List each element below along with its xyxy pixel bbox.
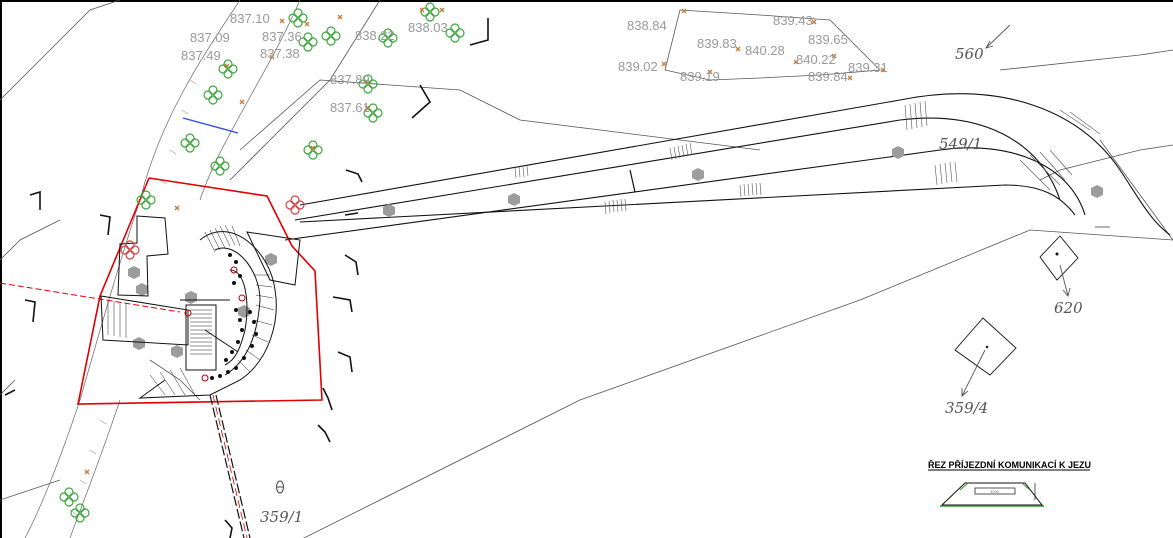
survey-point-icon (1055, 252, 1059, 256)
access-road (284, 93, 1171, 241)
pipe-line (209, 394, 251, 538)
elevation-label: 839.02 (618, 59, 658, 74)
elevation-label: 837.89 (330, 72, 370, 87)
parcel-359-4-box (954, 317, 1017, 376)
road-section-detail: ŘEZ PŘÍJEZDNÍ KOMUNIKACÍ K JEZU 3000 (928, 459, 1091, 507)
elevation-label: 839.65 (808, 32, 848, 47)
elevation-labels: 838.84 839.43 839.65 839.83 840.28 840.2… (181, 11, 888, 115)
survey-point-icon (985, 345, 989, 349)
elevation-label: 838.84 (627, 18, 667, 33)
elevation-label: 838.22 (355, 28, 395, 43)
water-line (182, 117, 239, 134)
elevation-label: 839.31 (848, 60, 888, 75)
section-width-label: 3000 (990, 489, 1000, 494)
elevation-label: 837.38 (260, 46, 300, 61)
elevation-label: 837.10 (230, 11, 270, 26)
weir-circles (184, 266, 246, 382)
road-direction-arrow (344, 212, 359, 216)
elevation-label: 837.61 (330, 100, 370, 115)
footpath-dashes (69, 79, 197, 515)
parcel-label-359-4: 359/4 (945, 399, 988, 417)
elevation-label: 839.19 (680, 69, 720, 84)
parcel-label-560: 560 (955, 45, 984, 63)
road-cross-mark (629, 169, 636, 193)
parcel-620-box (1039, 235, 1079, 281)
elevation-label: 837.09 (190, 30, 230, 45)
parcel-label-549-1: 549/1 (939, 135, 982, 153)
section-profile (940, 482, 1044, 506)
elevation-label: 838.03 (408, 20, 448, 35)
road-markers (128, 146, 1103, 358)
parcel-label-359-1: 359/1 (260, 508, 303, 526)
survey-point-icon (84, 7, 886, 475)
elevation-label: 837.36 (262, 29, 302, 44)
pipe-red-axis (212, 394, 248, 538)
theta-mark (276, 480, 284, 494)
elevation-label: 837.49 (181, 48, 221, 63)
tree-symbol-icon (120, 195, 305, 260)
footpath-left (24, 0, 301, 538)
red-axis-line (0, 282, 181, 313)
elevation-label: 840.22 (796, 52, 836, 67)
elevation-label: 840.28 (745, 43, 785, 58)
weir-hatching (107, 224, 275, 396)
road-hatches (514, 100, 1101, 215)
leader-arrow-icon (961, 24, 1110, 397)
elevation-label: 839.84 (808, 69, 848, 84)
parcel-label-620: 620 (1054, 299, 1083, 317)
north-arrow-icon (4, 18, 489, 538)
section-dimension-box (974, 487, 1016, 495)
elevation-label: 839.83 (697, 36, 737, 51)
weir-dots (210, 253, 258, 380)
construction-boundary (77, 177, 323, 405)
section-title: ŘEZ PŘÍJEZDNÍ KOMUNIKACÍ K JEZU (928, 459, 1091, 470)
elevation-label: 839.43 (773, 13, 813, 28)
section-slope-mark (1021, 482, 1031, 491)
weir-structure (100, 215, 301, 399)
section-slope-mark (959, 482, 969, 491)
